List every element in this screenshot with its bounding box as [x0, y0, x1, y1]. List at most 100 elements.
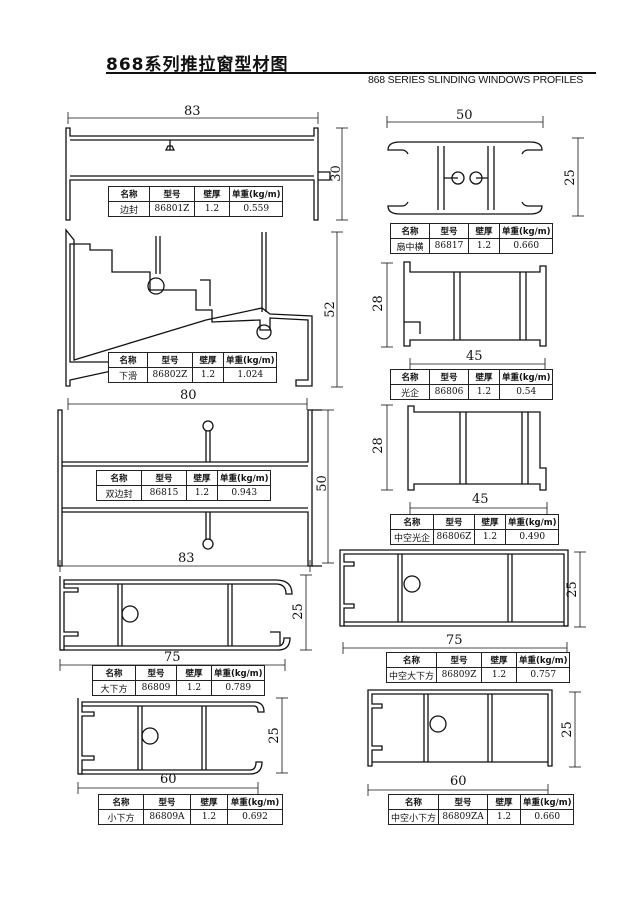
- hdr-name: 名称: [108, 352, 148, 368]
- profile-86809a: [77, 698, 265, 775]
- dim-86809a-width: 60: [160, 772, 177, 787]
- dim-86801z-width: 83: [184, 104, 201, 119]
- profile-86815: [57, 409, 322, 567]
- dim-86817-height: 25: [562, 169, 578, 186]
- hdr-name: 名称: [96, 470, 142, 486]
- cell-wall: 1.2: [190, 809, 228, 825]
- hdr-wall: 壁厚: [176, 665, 212, 681]
- hdr-weight: 单重(kg/m): [504, 514, 560, 530]
- hdr-weight: 单重(kg/m): [228, 186, 284, 202]
- hdr-name: 名称: [390, 369, 430, 385]
- cell-weight: 0.692: [227, 809, 283, 825]
- cell-wall: 1.2: [481, 667, 518, 683]
- hdr-weight: 单重(kg/m): [222, 352, 278, 368]
- cell-model: 86809ZA: [438, 809, 489, 825]
- hdr-name: 名称: [390, 223, 430, 239]
- hdr-model: 型号: [429, 369, 469, 385]
- dim-86815-width: 83: [178, 551, 195, 566]
- dim-86801z-height: 30: [328, 165, 344, 182]
- profile-86809: [59, 576, 293, 651]
- cell-model: 86809: [135, 680, 177, 696]
- hdr-model: 型号: [143, 794, 191, 810]
- hdr-wall: 壁厚: [468, 223, 500, 239]
- hdr-wall: 壁厚: [487, 794, 522, 810]
- hdr-model: 型号: [141, 470, 187, 486]
- dim-86809-width: 75: [164, 650, 181, 665]
- hdr-weight: 单重(kg/m): [516, 652, 571, 668]
- cell-model: 86809A: [143, 809, 191, 825]
- cell-model: 86806: [429, 384, 469, 400]
- cell-weight: 0.660: [498, 238, 554, 254]
- hdr-name: 名称: [108, 186, 150, 202]
- cell-model: 86815: [141, 485, 187, 501]
- cell-name: 下滑: [108, 367, 148, 383]
- cell-wall: 1.2: [474, 529, 506, 545]
- cell-name: 中空大下方: [385, 667, 438, 683]
- cell-wall: 1.2: [186, 485, 218, 501]
- hdr-name: 名称: [385, 652, 438, 668]
- profile-86809za: [367, 689, 553, 767]
- cell-model: 86809Z: [436, 667, 483, 683]
- hdr-weight: 单重(kg/m): [498, 369, 554, 385]
- cell-name: 光企: [390, 384, 430, 400]
- dim-86806-height: 28: [370, 295, 386, 312]
- dim-86806-width: 45: [466, 349, 483, 364]
- title-underline: [106, 72, 596, 74]
- dim-86809z-width: 75: [446, 633, 463, 648]
- cell-model: 86801Z: [149, 201, 195, 217]
- cell-name: 大下方: [92, 680, 136, 696]
- profile-86801z: [65, 127, 331, 221]
- hdr-model: 型号: [436, 652, 483, 668]
- hdr-model: 型号: [429, 223, 469, 239]
- cell-weight: 0.54: [498, 384, 554, 400]
- hdr-weight: 单重(kg/m): [216, 470, 272, 486]
- cell-wall: 1.2: [194, 201, 230, 217]
- hdr-model: 型号: [433, 514, 475, 530]
- page-title: 868系列推拉窗型材图: [106, 55, 289, 75]
- cell-name: 边封: [108, 201, 150, 217]
- cell-weight: 0.789: [210, 680, 266, 696]
- cell-name: 小下方: [98, 809, 144, 825]
- hdr-weight: 单重(kg/m): [520, 794, 575, 810]
- dimension-lines: [59, 112, 586, 796]
- profile-86806: [403, 261, 547, 347]
- hdr-name: 名称: [387, 794, 440, 810]
- hdr-model: 型号: [135, 665, 177, 681]
- cell-wall: 1.2: [176, 680, 212, 696]
- dim-86809z-height: 25: [564, 581, 580, 598]
- hdr-name: 名称: [92, 665, 136, 681]
- dim-86815-height: 50: [314, 475, 330, 492]
- dim-86806z-width: 45: [472, 492, 489, 507]
- cell-model: 86806Z: [433, 529, 475, 545]
- hdr-wall: 壁厚: [474, 514, 506, 530]
- dim-86809-height: 25: [290, 603, 306, 620]
- profile-86802z: [65, 228, 313, 387]
- hdr-wall: 壁厚: [190, 794, 228, 810]
- hdr-weight: 单重(kg/m): [498, 223, 554, 239]
- dim-86802z-height: 52: [322, 301, 338, 318]
- hdr-weight: 单重(kg/m): [227, 794, 283, 810]
- cell-wall: 1.2: [192, 367, 224, 383]
- dim-86809za-width: 60: [450, 774, 467, 789]
- cell-name: 中空光企: [390, 529, 434, 545]
- hdr-wall: 壁厚: [186, 470, 218, 486]
- cell-weight: 0.943: [216, 485, 272, 501]
- profile-86817: [387, 141, 543, 215]
- hdr-model: 型号: [438, 794, 489, 810]
- dim-86809za-height: 25: [559, 721, 575, 738]
- cell-weight: 0.490: [504, 529, 560, 545]
- cell-weight: 0.559: [228, 201, 284, 217]
- cell-name: 中空小下方: [387, 809, 440, 825]
- page-subtitle: 868 SERIES SLINDING WINDOWS PROFILES: [368, 74, 584, 86]
- cell-model: 86802Z: [147, 367, 193, 383]
- hdr-name: 名称: [98, 794, 144, 810]
- dim-86809a-height: 25: [266, 727, 282, 744]
- cell-wall: 1.2: [468, 384, 500, 400]
